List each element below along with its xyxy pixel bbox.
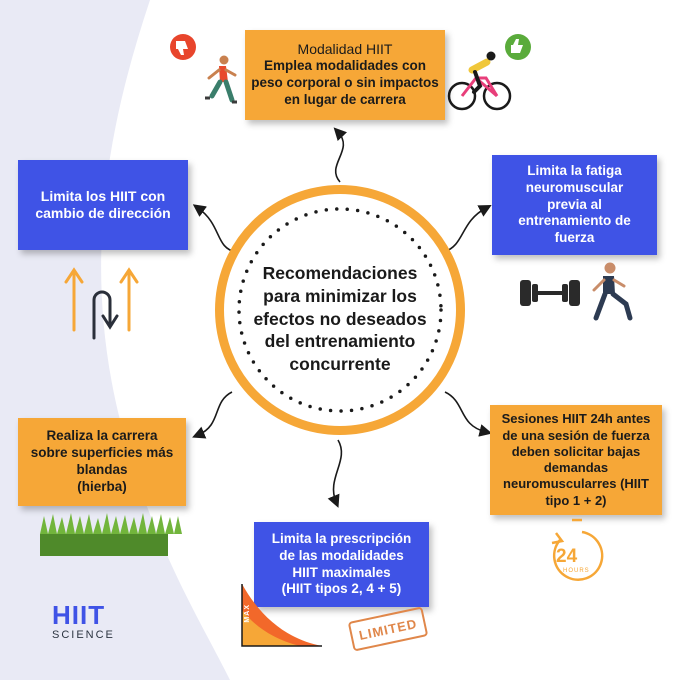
clock-label: HOURS <box>563 568 590 574</box>
logo-main-text: HIIT <box>52 600 106 630</box>
box-neuromuscular-fatigue: Limita la fatiga neuromuscular previa al… <box>492 155 657 255</box>
center-circle <box>215 185 465 435</box>
box-soft-surfaces-text: Realiza la carrera sobre superficies más… <box>30 428 174 494</box>
box-24h-before-strength-text: Sesiones HIIT 24h antes de una sesión de… <box>501 411 651 508</box>
box-24h-before-strength: Sesiones HIIT 24h antes de una sesión de… <box>490 405 662 515</box>
box-maximal-hiit-text: Limita la prescripción de las modalidade… <box>271 530 412 597</box>
box-maximal-hiit: Limita la prescripción de las modalidade… <box>254 522 429 607</box>
max-label: MAX <box>244 604 251 623</box>
hiit-science-logo: HIIT SCIENCE <box>52 600 115 641</box>
dotted-ring <box>237 207 443 413</box>
box-top-hiit-modality: Modalidad HIIT Emplea modalidades con pe… <box>245 30 445 120</box>
box-top-title: Modalidad HIIT <box>297 40 393 57</box>
arrow-bottom <box>327 439 343 508</box>
arrow-bottom-left <box>192 391 233 439</box>
clock-number: 24 <box>556 546 578 567</box>
box-soft-surfaces: Realiza la carrera sobre superficies más… <box>18 418 186 506</box>
arrow-top <box>333 127 348 183</box>
box-top-body: Emplea modalidades con peso corporal o s… <box>251 58 439 108</box>
box-neuromuscular-fatigue-text: Limita la fatiga neuromuscular previa al… <box>518 162 631 246</box>
limited-stamp-text: LIMITED <box>357 615 419 643</box>
box-direction-change: Limita los HIIT con cambio de dirección <box>18 160 188 250</box>
logo-sub-text: SCIENCE <box>52 629 115 641</box>
center-title: Recomendaciones para minimizar los efect… <box>253 263 427 374</box>
arrow-bottom-right <box>444 391 493 437</box>
box-direction-change-text: Limita los HIIT con cambio de dirección <box>35 187 171 222</box>
